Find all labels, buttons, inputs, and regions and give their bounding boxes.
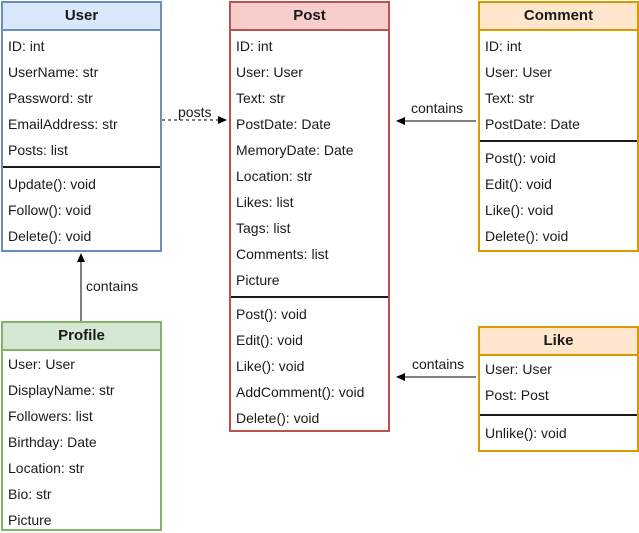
comment-attribute: PostDate: Date — [485, 116, 580, 132]
post-attribute: Tags: list — [236, 220, 291, 236]
comment-attribute: ID: int — [485, 38, 522, 54]
comment-contains-label: contains — [411, 100, 464, 116]
comment-class[interactable]: Comment ID: int User: User Text: str Pos… — [478, 1, 639, 252]
user-class[interactable]: User ID: int UserName: str Password: str… — [1, 1, 162, 252]
user-attribute: EmailAddress: str — [8, 116, 118, 132]
comment-attribute: User: User — [485, 64, 552, 80]
post-class-title: Post — [231, 3, 388, 31]
comment-class-title: Comment — [480, 3, 637, 31]
user-divider — [3, 166, 160, 168]
like-class[interactable]: Like User: User Post: Post Unlike(): voi… — [478, 326, 639, 452]
post-method: Post(): void — [236, 306, 307, 322]
post-divider — [231, 296, 388, 298]
like-class-title: Like — [480, 328, 637, 356]
user-method: Update(): void — [8, 176, 96, 192]
like-method: Unlike(): void — [485, 425, 567, 441]
post-attribute: Text: str — [236, 90, 286, 106]
post-class[interactable]: Post ID: int User: User Text: str PostDa… — [229, 1, 390, 432]
profile-attribute: Bio: str — [8, 486, 52, 502]
profile-class-title: Profile — [3, 323, 160, 351]
post-attribute: Location: str — [236, 168, 313, 184]
post-attribute: Likes: list — [236, 194, 294, 210]
post-attribute: ID: int — [236, 38, 273, 54]
comment-method: Like(): void — [485, 202, 554, 218]
comment-divider — [480, 140, 637, 142]
comment-method: Delete(): void — [485, 228, 569, 244]
like-divider — [480, 414, 637, 416]
posts-relation-label: posts — [178, 104, 212, 120]
post-method: AddComment(): void — [236, 384, 365, 400]
post-attribute: Picture — [236, 272, 280, 288]
post-attribute: MemoryDate: Date — [236, 142, 354, 158]
like-contains-label: contains — [412, 356, 465, 372]
profile-attribute: Birthday: Date — [8, 434, 97, 450]
profile-contains-label: contains — [86, 278, 139, 294]
user-attribute: Password: str — [8, 90, 93, 106]
profile-attribute: DisplayName: str — [8, 382, 115, 398]
post-method: Edit(): void — [236, 332, 303, 348]
user-attribute: UserName: str — [8, 64, 99, 80]
post-attribute: PostDate: Date — [236, 116, 331, 132]
post-method: Like(): void — [236, 358, 305, 374]
user-class-title: User — [3, 3, 160, 31]
user-method: Follow(): void — [8, 202, 92, 218]
comment-method: Edit(): void — [485, 176, 552, 192]
profile-attribute: User: User — [8, 356, 75, 372]
user-method: Delete(): void — [8, 228, 92, 244]
profile-attribute: Followers: list — [8, 408, 93, 424]
post-method: Delete(): void — [236, 410, 320, 426]
comment-method: Post(): void — [485, 150, 556, 166]
profile-attribute: Picture — [8, 512, 52, 528]
user-attribute: ID: int — [8, 38, 45, 54]
profile-class[interactable]: Profile User: User DisplayName: str Foll… — [1, 321, 162, 531]
profile-attribute: Location: str — [8, 460, 85, 476]
user-attribute: Posts: list — [8, 142, 68, 158]
comment-attribute: Text: str — [485, 90, 535, 106]
like-attribute: User: User — [485, 361, 552, 377]
post-attribute: User: User — [236, 64, 303, 80]
like-attribute: Post: Post — [485, 387, 549, 403]
post-attribute: Comments: list — [236, 246, 329, 262]
